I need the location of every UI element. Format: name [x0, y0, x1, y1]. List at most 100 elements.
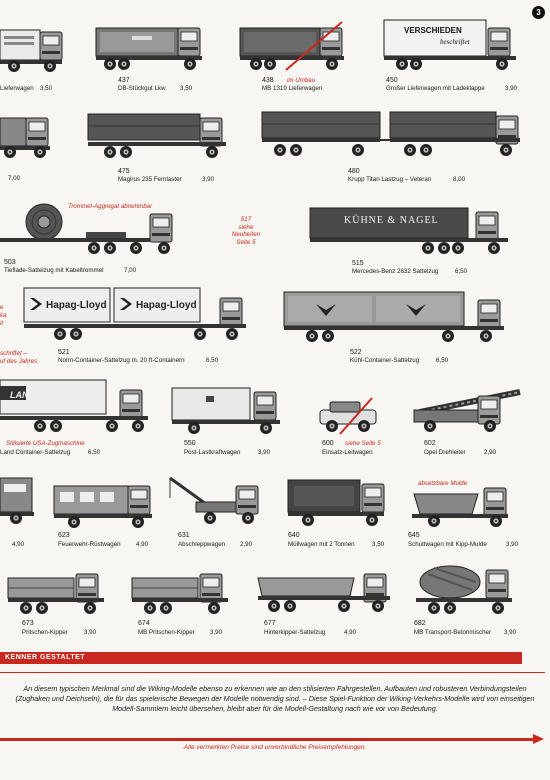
- label-682-name: MB Transport-Betonmischer: [414, 629, 492, 636]
- left-note-1: e: [0, 304, 4, 311]
- vehicle-521-image: Hapag-Lloyd Hapag-Lloyd: [23, 287, 246, 340]
- label-645-num: 645: [408, 532, 420, 539]
- vehicle-674-image: [131, 573, 228, 614]
- note-jahres: uf des Jahres: [0, 358, 38, 365]
- label-602-price: 2,90: [484, 449, 497, 456]
- vehicle-row6-left-image: [0, 477, 34, 524]
- vehicle-631-image: [169, 476, 259, 524]
- label-673-num: 673: [22, 620, 34, 627]
- label-631-num: 631: [178, 532, 190, 539]
- vehicle-645-image: [412, 487, 508, 527]
- label-600-num: 600: [322, 440, 334, 447]
- vehicle-640-image: [287, 479, 385, 526]
- vehicle-673-image: [7, 573, 104, 614]
- label-623-price: 4,90: [136, 541, 149, 548]
- label-640-price: 3,50: [372, 541, 385, 548]
- banner-text: KENNER GESTALTET: [5, 653, 86, 661]
- vehicle-450-image: VERSCHIEDEN beschriftet: [383, 19, 516, 70]
- vehicle-0-row2-image: [0, 117, 50, 158]
- vehicle-0-lieferwagen-image: [0, 29, 63, 72]
- arrow-bar: [0, 738, 536, 741]
- label-522-price: 6,50: [436, 357, 449, 364]
- label-land-name: Land Container-Sattelzug: [0, 449, 71, 456]
- vehicle-600-image: [319, 397, 377, 435]
- label-623-name: Feuerwehr-Rüstwagen: [58, 541, 121, 548]
- label-521-price: 6,50: [206, 357, 219, 364]
- container-text-1: Hapag-Lloyd: [46, 300, 107, 311]
- label-682-price: 3,90: [504, 629, 517, 636]
- label-0-price: 3,50: [40, 85, 53, 92]
- label-503-price: 7,00: [124, 267, 137, 274]
- label-522-num: 522: [350, 349, 362, 356]
- label-550-name: Post-Lastkraftwagen: [184, 449, 241, 456]
- label-450-name: Großer Lieferwagen mit Ladeklappe: [386, 85, 485, 92]
- label-522-name: Kühl-Container-Sattelzug: [350, 357, 420, 364]
- divider-line: [0, 672, 545, 673]
- vehicle-480-image: [261, 111, 520, 156]
- label-438-note: im Umbau: [287, 77, 316, 84]
- label-437-price: 3,50: [180, 85, 193, 92]
- page-number: 3: [532, 6, 545, 19]
- vehicle-438-image: [239, 21, 344, 71]
- note-trommel: Trommel-Aggregat abnehmbar: [68, 203, 153, 210]
- label-600-name: Einsatz-Leitwagen: [322, 449, 373, 456]
- vehicle-550-image: [171, 387, 280, 434]
- container-text-land: LAND: [10, 390, 35, 400]
- label-450-num: 450: [386, 77, 398, 84]
- vehicle-475-image: [87, 113, 226, 158]
- vehicle-437-image: [95, 27, 202, 70]
- label-640-name: Müllwagen mit 2 Tonnen: [288, 541, 355, 548]
- label-674-price: 3,90: [210, 629, 223, 636]
- label-521-num: 521: [58, 349, 70, 356]
- label-475-price: 3,90: [202, 176, 215, 183]
- label-682-num: 682: [414, 620, 426, 627]
- label-673-price: 3,90: [84, 629, 97, 636]
- label-602-name: Opel Drehleiter: [424, 449, 466, 456]
- label-0-row2-price: 7,00: [8, 175, 21, 182]
- label-600-note: siehe Seite 5: [345, 440, 381, 447]
- label-677-name: Hinterkipper-Sattelzug: [264, 629, 326, 636]
- box-text-1: VERSCHIEDEN: [404, 26, 462, 35]
- trailer-text-kuehne-nagel: KÜHNE & NAGEL: [344, 214, 439, 226]
- label-550-num: 550: [184, 440, 196, 447]
- label-674-num: 674: [138, 620, 150, 627]
- label-475-num: 475: [118, 168, 130, 175]
- left-note-2: ka: [0, 312, 7, 319]
- vehicle-503-image: [0, 203, 173, 254]
- box-text-2: beschriftet: [440, 38, 471, 46]
- price-footnote: Alle vermerkten Preise sind unverbindlic…: [183, 744, 367, 751]
- label-515-name: Mercedes-Benz 2632 Sattelzug: [352, 268, 439, 275]
- label-land-price: 6,50: [88, 449, 101, 456]
- label-515-num: 515: [352, 260, 364, 267]
- label-550-price: 3,90: [258, 449, 271, 456]
- body-paragraph: An diesem typischen Merkmal sind die Wik…: [15, 684, 535, 714]
- label-438-name: MB 1319 Lieferwagen: [262, 85, 323, 92]
- label-480-num: 480: [348, 168, 360, 175]
- label-645-price: 3,90: [506, 541, 519, 548]
- label-645-name: Schuttwagen mit Kipp-Mulde: [408, 541, 487, 548]
- vehicle-602-image: [413, 389, 521, 432]
- arrow-right-icon: [533, 734, 544, 744]
- container-text-2: Hapag-Lloyd: [136, 300, 197, 311]
- label-677-price: 4,90: [344, 629, 357, 636]
- vehicle-522-image: [283, 291, 504, 342]
- label-640-num: 640: [288, 532, 300, 539]
- label-674-name: MB Pritschen-Kipper: [138, 629, 195, 636]
- vehicle-677-image: [257, 573, 390, 612]
- vehicle-land-container-image: LAND: [0, 379, 148, 432]
- label-673-name: Pritschen-Kipper: [22, 629, 68, 636]
- vehicle-682-image: [416, 565, 512, 614]
- label-450-price: 3,90: [505, 85, 518, 92]
- section-banner: KENNER GESTALTET: [0, 652, 522, 664]
- label-503-num: 503: [4, 259, 16, 266]
- label-503-name: Tieflade-Sattelzug mit Kabeltrommel: [4, 267, 104, 274]
- label-677-num: 677: [264, 620, 276, 627]
- note-usa: Stilisierte USA-Zugmaschine: [6, 440, 85, 447]
- left-note-3: it: [0, 320, 4, 327]
- label-631-name: Abschleppwagen: [178, 541, 226, 548]
- note-schriftet: schriftet –: [0, 350, 27, 357]
- label-631-price: 2,90: [240, 541, 253, 548]
- label-0-name: Lieferwagen: [0, 85, 34, 92]
- label-480-name: Krupp Titan Lastzug – Veteran: [348, 176, 432, 183]
- label-437-num: 437: [118, 77, 130, 84]
